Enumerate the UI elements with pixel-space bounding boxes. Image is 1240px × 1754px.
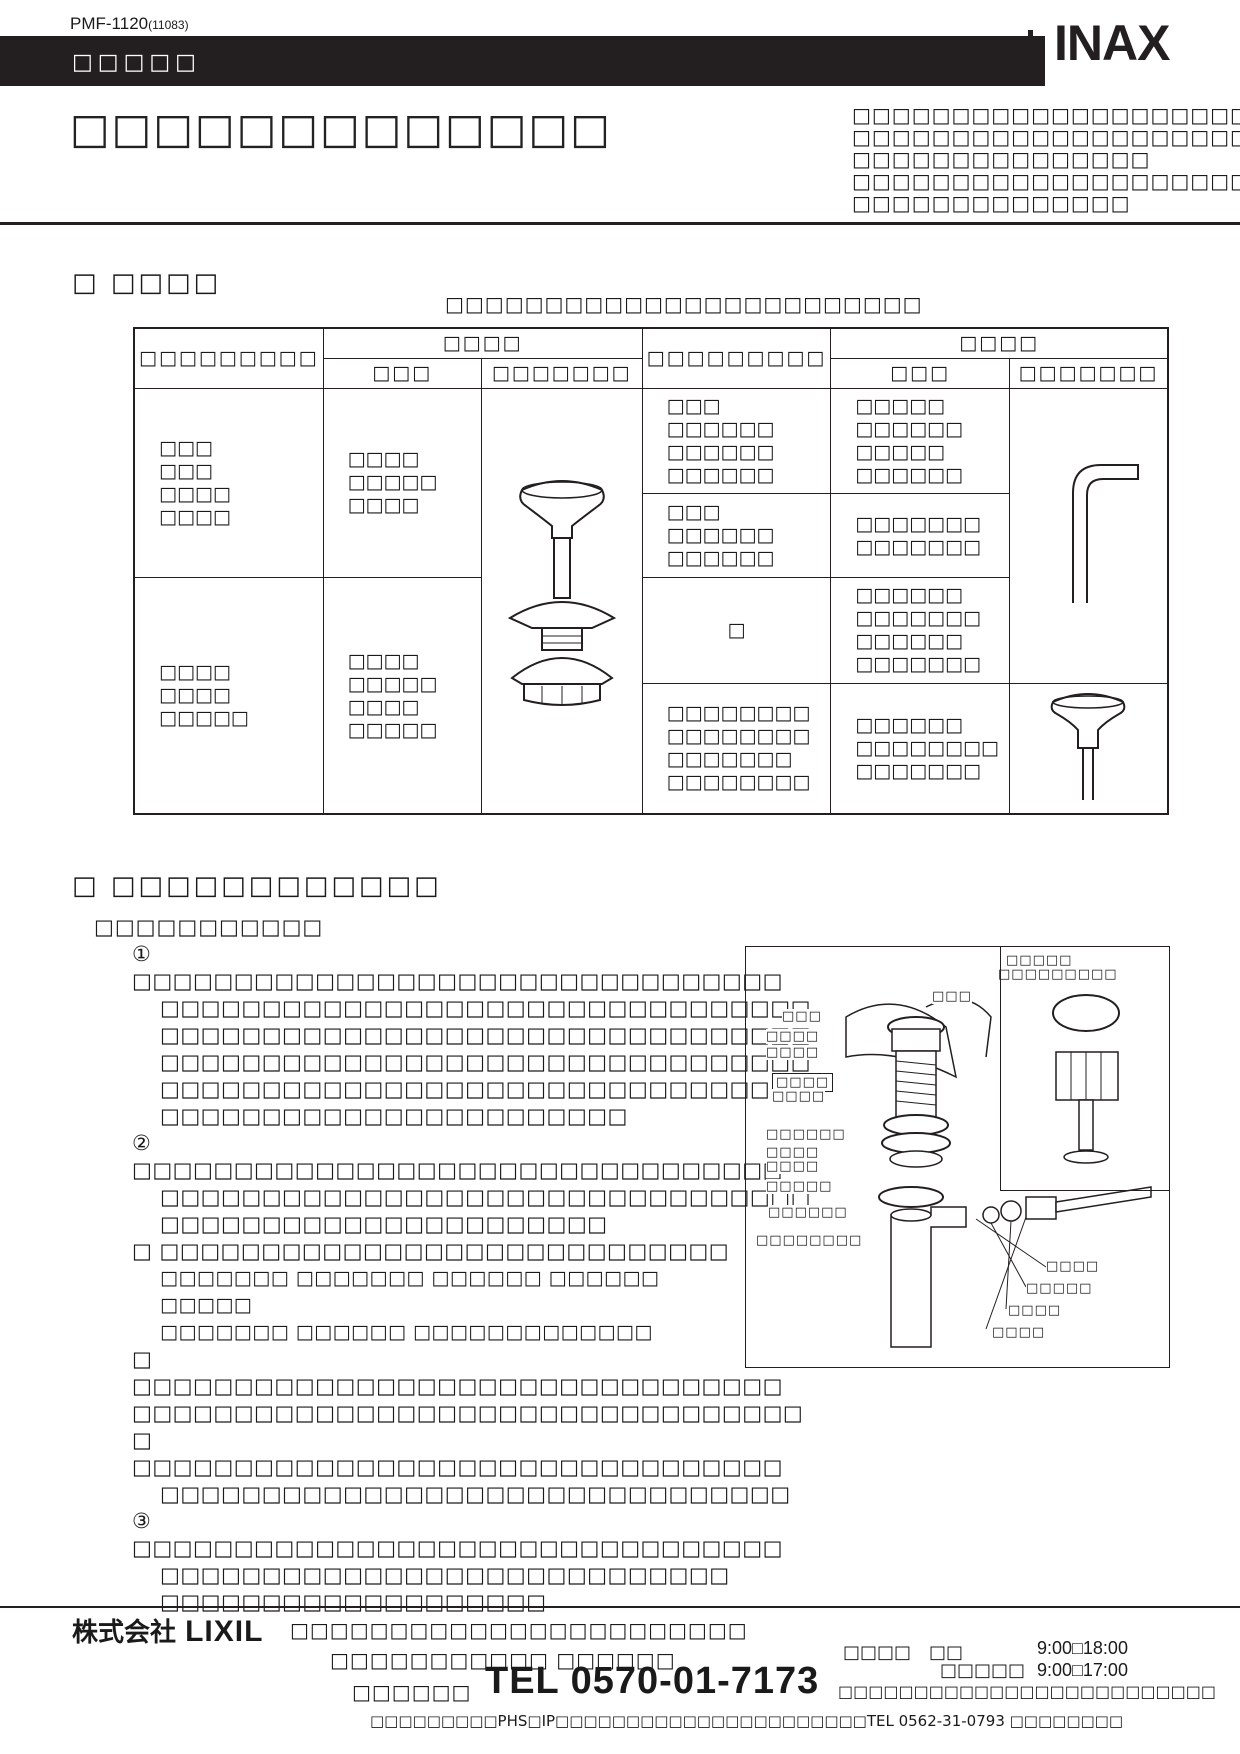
hours-1-label: □□□□ □□: [843, 1642, 964, 1663]
diagram-label-l12: □□□□□□□□: [756, 1233, 863, 1248]
diagram-label-l1: □□□: [932, 989, 972, 1004]
diagram-label-l5: □□□□: [772, 1073, 834, 1092]
header-divider: [0, 222, 1240, 225]
footer-right-note: □□□□□□□□□□□□□□□□□□□□□□□□□: [838, 1682, 1216, 1701]
steps-list: ① □□□□□□□□□□□□□□□□□□□□□□□□□□□□□□□□ □□□□□…: [132, 941, 811, 1616]
table-cell-parts-1: □□□□□□□□□□□□□: [322, 387, 482, 579]
footer-bottom-note: □□□□□□□□□PHS□IP□□□□□□□□□□□□□□□□□□□□□□TEL…: [370, 1712, 1124, 1730]
diagram-label-l7: □□□□□□: [766, 1127, 846, 1142]
col-header-figure-2: □□□□□□□: [1008, 357, 1169, 389]
step-1: ① □□□□□□□□□□□□□□□□□□□□□□□□□□□□□□□□ □□□□□…: [132, 942, 811, 1128]
diagram-label-l2: □□□: [782, 1009, 822, 1024]
section2-subheading: □□□□□□□□□□□: [94, 915, 324, 939]
footer-line-2: □□□□□□□□□□□ □□□□□□: [330, 1648, 676, 1672]
diagram-label-r3: □□□□: [1008, 1303, 1062, 1318]
col-header-figure: □□□□□□□: [480, 357, 643, 389]
diagram-label-l11: □□□□□□: [768, 1205, 848, 1220]
section1-heading: □ □□□□: [72, 268, 222, 298]
table-cell-parts-b: □□□□□□□□□□□□□□: [830, 492, 1010, 579]
header-bar-label: □□□□□: [72, 50, 201, 75]
diagram-label-inset-title-2: □□□□□□□□□: [998, 967, 1118, 982]
exploded-diagram: □□□□□ □□□□□□□□□ □□□ □□□ □□□□ □□□□ □□□□ □…: [745, 946, 1170, 1368]
table-cell-models-d: □□□□□□□□□□□□□□□□□□□□□□□□□□□□□□□: [641, 682, 832, 815]
table-cell-models-2: □□□□□□□□□□□□□: [133, 577, 324, 815]
col-header-model: □□□□□□□□□: [133, 327, 324, 389]
step-note-2: □ □□□□□□□□□□□□□□□□□□□□□□□□□□□□□□□□ □□□□□…: [132, 1347, 804, 1425]
col-header-part: □□□: [322, 357, 482, 389]
table-cell-models-a: □□□□□□□□□□□□□□□□□□□□□: [641, 387, 832, 494]
hours-2-label: □□□□□: [940, 1660, 1026, 1681]
table-cell-parts-c: □□□□□□□□□□□□□□□□□□□□□□□□□□: [830, 577, 1010, 684]
step-3: ③ □□□□□□□□□□□□□□□□□□□□□□□□□□□□□□□□ □□□□□…: [132, 1509, 783, 1614]
diagram-label-r2: □□□□□: [1026, 1281, 1093, 1296]
table-cell-figure-assembly: [480, 387, 643, 815]
table-cell-parts-2: □□□□□□□□□□□□□□□□□□: [322, 577, 482, 815]
hours-2: 9:00□17:00: [1037, 1660, 1128, 1680]
step-note-3: □ □□□□□□□□□□□□□□□□□□□□□□□□□□□□□□□□ □□□□□…: [132, 1428, 791, 1506]
diagram-label-l6: □□□□: [772, 1089, 826, 1104]
page-title: □□□□□□□□□□□□□: [70, 104, 612, 153]
parts-table: □□□□□□□□□ □□□□ □□□□□□□□□ □□□□ □□□ □□□□□□…: [133, 327, 1169, 815]
knob-figure: [1051, 692, 1126, 800]
step-2: ② □□□□□□□□□□□□□□□□□□□□□□□□□□□□□□□□ □□□□□…: [132, 1131, 811, 1236]
company-name: 株式会社 LIXIL: [72, 1615, 264, 1648]
col-header-part-2: □□□: [830, 357, 1010, 389]
table-cell-models-c: □: [641, 577, 832, 684]
col-group-left: □□□□: [322, 327, 643, 359]
col-group-right: □□□□: [830, 327, 1169, 359]
table-note: □□□□□□□□□□□□□□□□□□□□□□□□: [445, 292, 923, 316]
header-bar: [0, 36, 1045, 86]
inset-frame: [1000, 946, 1170, 1191]
logo-bracket: [1028, 30, 1050, 85]
col-header-model-2: □□□□□□□□□: [641, 327, 832, 389]
lift-rod-figure: [1072, 463, 1140, 603]
table-cell-figure-knob: [1008, 682, 1169, 815]
hours-1: 9:00□18:00: [1037, 1638, 1128, 1658]
footer-line-1: □□□□□□□□□□□□□□□□□□□□□□□: [290, 1618, 748, 1642]
diagram-label-r1: □□□□: [1046, 1259, 1100, 1274]
footer-line-3-label: □□□□□□: [352, 1680, 472, 1704]
product-code: PMF-1120(11083): [70, 14, 189, 33]
drain-assembly-figure: [507, 479, 616, 706]
footer-divider: [0, 1606, 1240, 1608]
table-cell-models-b: □□□□□□□□□□□□□□□: [641, 492, 832, 579]
diagram-label-l8: □□□□: [766, 1145, 820, 1160]
table-cell-figure-rod: [1008, 387, 1169, 684]
brand-logo: INAX: [1054, 15, 1170, 71]
diagram-label-l3: □□□□: [766, 1029, 820, 1044]
diagram-label-l10: □□□□□: [766, 1179, 833, 1194]
table-cell-models-1: □□□□□□□□□□□□□□: [133, 387, 324, 579]
support-phone: TEL 0570-01-7173: [485, 1660, 820, 1702]
section2-heading: □ □□□□□□□□□□□□: [72, 871, 442, 901]
intro-text: □□□□□□□□□□□□□□□□□□□□□ □□□□□□□□□□□□□□□□□□…: [852, 103, 1240, 215]
diagram-label-l4: □□□□: [766, 1045, 820, 1060]
step-note-1: □ □□□□□□□□□□□□□□□□□□□□□□□□□□□□ □□□□□□□ □…: [132, 1239, 730, 1343]
table-cell-parts-d: □□□□□□□□□□□□□□□□□□□□□: [830, 682, 1010, 815]
diagram-label-r4: □□□□: [992, 1325, 1046, 1340]
diagram-label-l9: □□□□: [766, 1159, 820, 1174]
diagram-label-inset-title-1: □□□□□: [1006, 953, 1073, 968]
table-cell-parts-a: □□□□□□□□□□□□□□□□□□□□□□: [830, 387, 1010, 494]
